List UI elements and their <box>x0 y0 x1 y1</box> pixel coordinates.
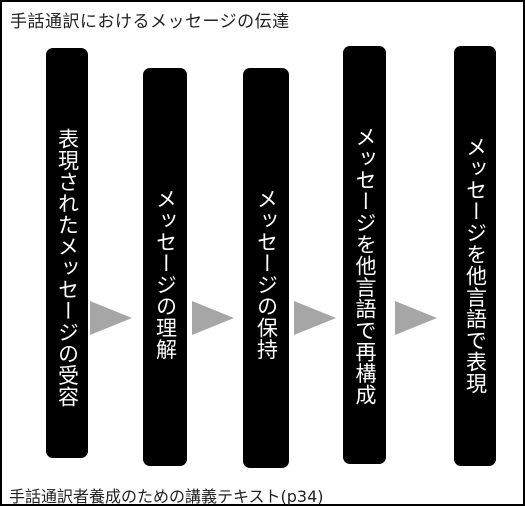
step-label: メッセージの保持 <box>254 188 279 360</box>
arrow-right-icon <box>90 301 132 335</box>
step-bar-retain: メッセージの保持 <box>243 68 289 468</box>
arrow-right-icon <box>294 301 336 335</box>
step-bar-receive: 表現されたメッセージの受容 <box>46 48 88 458</box>
step-label: メッセージを他言語で表現 <box>463 136 488 394</box>
diagram-title: 手話通訳におけるメッセージの伝達 <box>10 12 290 32</box>
step-bar-express: メッセージを他言語で表現 <box>454 46 496 466</box>
step-bar-understand: メッセージの理解 <box>143 68 187 466</box>
step-label: メッセージの理解 <box>153 188 178 360</box>
source-caption: 手話通訳者養成のための講義テキスト(p34) <box>9 487 324 506</box>
step-label: メッセージを他言語で再構成 <box>353 126 377 406</box>
arrow-right-icon <box>395 301 437 335</box>
step-bar-reconstruct: メッセージを他言語で再構成 <box>343 46 386 464</box>
arrow-right-icon <box>192 301 234 335</box>
step-label: 表現されたメッセージの受容 <box>55 128 80 408</box>
